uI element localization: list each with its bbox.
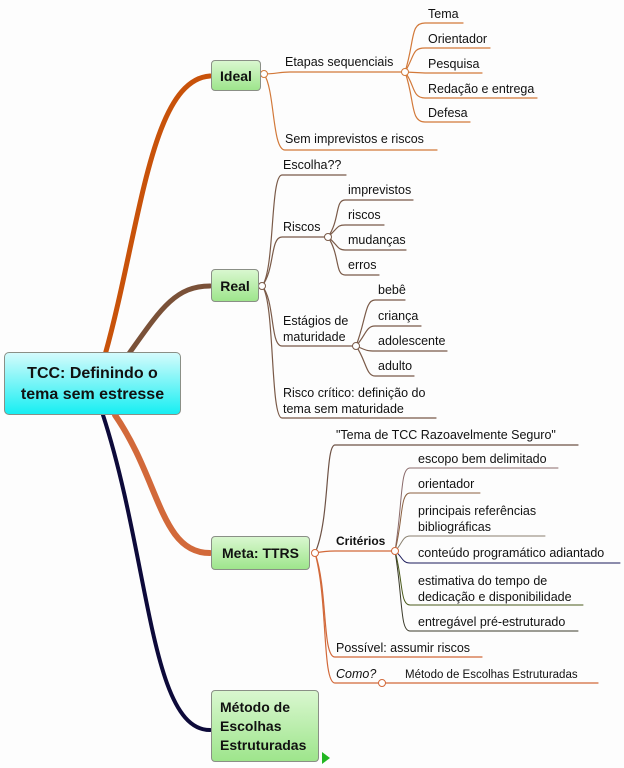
branch-link-meta [112,412,213,556]
subtopic-escolha[interactable]: Escolha?? [283,158,342,172]
subtopic-criterios[interactable]: Critérios [336,534,386,548]
subtopic-como[interactable]: Como? [336,667,377,681]
subtopic-adolescente[interactable]: adolescente [378,334,446,348]
criterio-estimativa[interactable]: estimativa do tempo de dedicação e dispo… [418,574,572,604]
subtopic-adulto[interactable]: adulto [378,359,413,373]
subtopic-tema[interactable]: Tema [428,7,459,21]
subtopic-erros[interactable]: erros [348,258,377,272]
branch-link-metodo [101,413,212,732]
central-topic-label: TCC: Definindo o tema sem estresse [20,364,165,403]
subtopic-riscos-item[interactable]: riscos [348,208,381,222]
collapse-handle-etapas[interactable] [401,68,409,76]
topic-real-label: Real [220,277,250,294]
subtopic-orientador[interactable]: Orientador [428,32,488,46]
subtopic-defesa[interactable]: Defesa [428,106,468,120]
topic-metodo-label: Método de Escolhas Estruturadas [220,698,307,753]
subtopic-riscos[interactable]: Riscos [283,220,321,234]
branch-link-ideal [102,73,213,358]
subtopic-pesquisa[interactable]: Pesquisa [428,57,480,71]
topic-meta-ttrs[interactable]: Meta: TTRS [211,536,310,570]
topic-real[interactable]: Real [211,269,259,302]
subtopic-metodo-ref[interactable]: Método de Escolhas Estruturadas [405,669,578,681]
collapse-handle-estagios[interactable] [352,342,360,350]
topic-meta-label: Meta: TTRS [222,545,299,561]
expand-arrow-icon[interactable] [322,752,330,764]
collapse-handle-criterios[interactable] [391,547,399,555]
subtopic-etapas[interactable]: Etapas sequenciais [285,55,394,69]
collapse-handle-como[interactable] [378,679,386,687]
collapse-handle-real[interactable] [258,282,266,290]
subtopic-crianca[interactable]: criança [378,309,419,323]
subtopic-possivel[interactable]: Possível: assumir riscos [336,641,471,655]
topic-ideal[interactable]: Ideal [211,60,261,91]
subtopic-risco-critico[interactable]: Risco crítico: definição do tema sem mat… [283,386,426,416]
collapse-handle-riscos[interactable] [324,233,332,241]
subtopic-estagios[interactable]: Estágios de maturidade [283,314,349,344]
subtopic-redacao[interactable]: Redação e entrega [428,82,535,96]
topic-metodo[interactable]: Método de Escolhas Estruturadas [211,690,319,762]
criterio-referencias[interactable]: principais referências bibliográficas [418,504,537,534]
criterio-entregavel[interactable]: entregável pré-estruturado [418,615,566,629]
collapse-handle-meta[interactable] [311,549,319,557]
criterio-orientador[interactable]: orientador [418,477,475,491]
criterio-conteudo[interactable]: conteúdo programático adiantado [418,546,605,560]
topic-ideal-label: Ideal [220,67,252,84]
criterio-escopo[interactable]: escopo bem delimitado [418,452,547,466]
subtopic-tema-ttrs[interactable]: "Tema de TCC Razoavelmente Seguro" [336,428,556,442]
subtopic-mudancas[interactable]: mudanças [348,233,406,247]
subtopic-imprevistos[interactable]: imprevistos [348,183,412,197]
branch-link-real [125,283,213,358]
subtopic-bebe[interactable]: bebê [378,283,406,297]
central-topic[interactable]: TCC: Definindo o tema sem estresse [4,352,181,415]
collapse-handle-ideal[interactable] [260,70,268,78]
subtopic-sem-imprevistos[interactable]: Sem imprevistos e riscos [285,132,424,146]
